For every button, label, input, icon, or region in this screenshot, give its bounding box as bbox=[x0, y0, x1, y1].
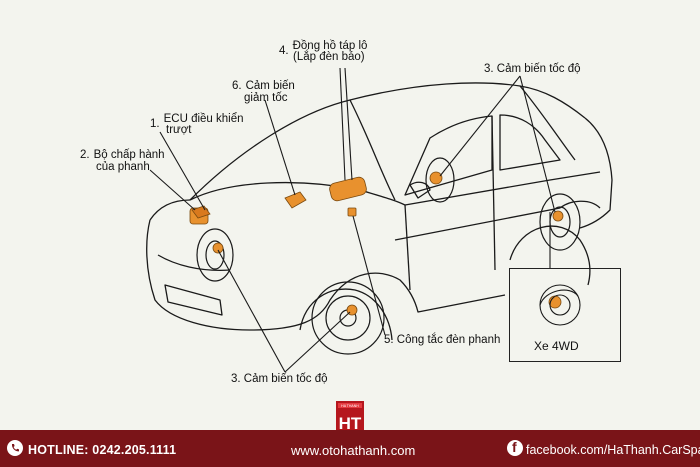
label-deceleration-sensor-line1: Cảm biến bbox=[245, 80, 295, 92]
facebook-icon: f bbox=[507, 439, 523, 456]
label-combination-meter-line1: Đồng hồ táp lô bbox=[292, 40, 368, 52]
label-combination-meter-number: 4. bbox=[279, 45, 289, 57]
label-speed-sensor-top-text: 3. Cảm biến tốc độ bbox=[484, 63, 581, 75]
label-deceleration-sensor-number: 6. bbox=[232, 80, 242, 92]
logo-letters: HT bbox=[339, 414, 362, 433]
label-slip-ecu-number: 1. bbox=[150, 118, 160, 130]
label-brake-actuator-line2: của phanh bbox=[96, 161, 150, 173]
rear-right-wheel bbox=[539, 193, 581, 251]
label-slip-ecu-line2: trượt bbox=[166, 124, 192, 136]
label-slip-ecu: 1.ECU điều khiển trượt bbox=[150, 113, 244, 142]
speed-sensor-rear-left bbox=[429, 171, 443, 185]
label-stop-light-switch: 5. Công tắc đèn phanh bbox=[384, 334, 500, 346]
inset-4wd: Xe 4WD bbox=[509, 268, 621, 362]
front-left-wheel bbox=[196, 228, 234, 282]
speed-sensor-rear-right bbox=[552, 210, 564, 222]
stop-light-switch bbox=[347, 207, 357, 217]
label-brake-actuator-line1: Bộ chấp hành bbox=[93, 149, 165, 161]
leader-lines bbox=[149, 67, 556, 373]
hotline-text: HOTLINE: 0242.205.1111 bbox=[28, 443, 177, 457]
deceleration-sensor bbox=[284, 191, 307, 209]
footer-bar: HOTLINE: 0242.205.1111 www.otohathanh.co… bbox=[0, 430, 700, 467]
logo-text: HA THANH bbox=[341, 404, 359, 408]
slip-control-ecu bbox=[191, 205, 211, 219]
label-speed-sensor-bottom-text: 3. Cảm biến tốc độ bbox=[231, 373, 328, 385]
label-deceleration-sensor: 6.Cảm biến giảm tốc bbox=[232, 80, 295, 104]
rear-left-wheel bbox=[425, 157, 455, 203]
label-speed-sensor-top: 3. Cảm biến tốc độ bbox=[484, 63, 581, 75]
label-brake-actuator-number: 2. bbox=[80, 149, 90, 161]
combination-meter bbox=[329, 176, 367, 202]
speed-sensor-front-left bbox=[212, 242, 224, 254]
car-outline bbox=[146, 82, 613, 341]
inset-4wd-label: Xe 4WD bbox=[534, 339, 579, 353]
label-combination-meter-line2: (Lắp đèn báo) bbox=[293, 51, 365, 63]
label-brake-actuator: 2.Bộ chấp hành của phanh bbox=[80, 149, 165, 173]
label-combination-meter: 4.Đồng hồ táp lô (Lắp đèn báo) bbox=[279, 40, 367, 69]
label-slip-ecu-line1: ECU điều khiển bbox=[163, 113, 244, 125]
facebook-link[interactable]: facebook.com/HaThanh.CarSpa bbox=[526, 443, 700, 457]
inset-wheel bbox=[539, 284, 581, 326]
abs-components bbox=[189, 171, 564, 316]
website-link[interactable]: www.otohathanh.com bbox=[291, 443, 416, 458]
label-stop-light-switch-text: 5. Công tắc đèn phanh bbox=[384, 334, 501, 346]
label-speed-sensor-bottom: 3. Cảm biến tốc độ bbox=[231, 373, 328, 385]
phone-icon bbox=[7, 440, 23, 456]
label-deceleration-sensor-line2: giảm tốc bbox=[244, 92, 288, 104]
